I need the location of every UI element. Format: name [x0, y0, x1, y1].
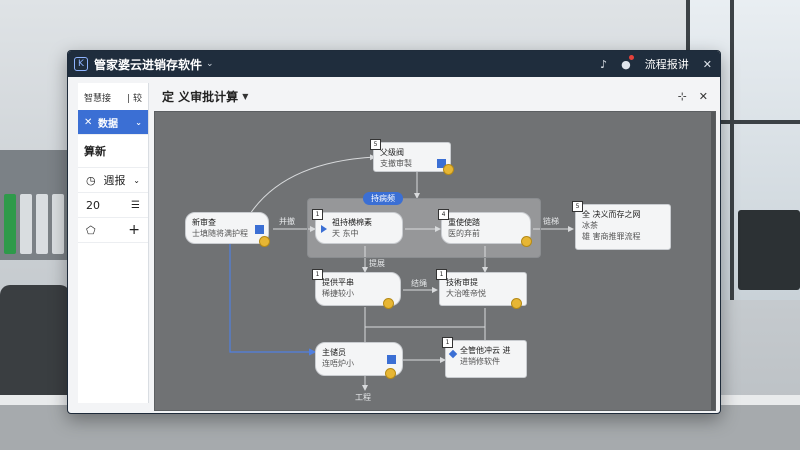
flow-connectors: [229, 154, 574, 391]
node-title: 提供平串: [322, 278, 354, 287]
edge-label: 工程: [355, 393, 371, 402]
flow-node-r3a[interactable]: 主储员 连唔炉小: [315, 342, 403, 379]
title-bar: K 管家婆云进销存软件 ⌄ ♪ ● 流程报讲 ✕: [68, 51, 720, 77]
flow-canvas[interactable]: 持病频 父级阀 支撤审製 5 新审查 士填随将满护程 祖持横棉素 天 东中 1 …: [154, 111, 716, 411]
app-title[interactable]: 管家婆云进销存软件: [94, 57, 203, 72]
chevron-down-icon: ⌄: [133, 175, 140, 185]
clock-icon: ◷: [86, 173, 96, 187]
node-title: 主储员: [322, 348, 346, 357]
node-title: 技術审提: [446, 278, 478, 287]
period-select[interactable]: ◷ 週报 ⌄: [78, 168, 148, 193]
chevron-down-icon: ⌄: [135, 117, 142, 127]
edge-label: 并撤: [279, 217, 295, 226]
badge-dot: [628, 54, 634, 60]
node-title: 祖持横棉素: [332, 218, 372, 227]
sidebar-header: 智慧接 | 较: [78, 83, 148, 110]
node-number: 4: [438, 209, 449, 220]
flow-node-start[interactable]: 新审查 士填随将满护程: [185, 212, 270, 247]
close-editor-icon[interactable]: ✕: [698, 89, 708, 103]
node-subtitle: 冰茶: [582, 221, 598, 230]
node-number: 5: [572, 201, 583, 212]
sidebar-item-label: 数据: [98, 118, 118, 130]
node-status-dot: [443, 164, 454, 175]
tools-icon: ✕: [84, 116, 93, 128]
node-title: 重使使踏: [448, 218, 480, 227]
node-number: 5: [370, 139, 381, 150]
flow-node-top[interactable]: 父级阀 支撤审製 5: [370, 139, 454, 175]
play-icon: [321, 225, 327, 233]
flow-node-r3b[interactable]: 全管他冲云 进 进销修软件 1: [442, 337, 527, 378]
group-pill[interactable]: 持病频: [363, 192, 403, 205]
edge-start-top: [249, 154, 376, 215]
count-row[interactable]: 20 ☰: [78, 193, 148, 218]
shape-tools-row: ⬠ +: [78, 218, 148, 243]
edge-r2-r3: [364, 307, 486, 344]
flow-node-right[interactable]: 全 决义而存之网 冰茶 雄 害商推罪流程 5: [572, 201, 671, 250]
node-title: 新审查: [192, 218, 216, 227]
node-subtitle: 天 东中: [332, 229, 359, 238]
node-status-dot: [259, 236, 270, 247]
list-icon[interactable]: ☰: [131, 199, 140, 211]
diamond-icon: [448, 349, 458, 359]
flow-node-mid2[interactable]: 重使使踏 医的弃前 4: [438, 209, 532, 247]
node-status-dot: [383, 298, 394, 309]
node-title: 全管他冲云 进: [460, 346, 511, 355]
user-avatar-icon[interactable]: ●: [621, 54, 634, 71]
node-number: 1: [442, 337, 453, 348]
node-flag-icon: [255, 225, 264, 234]
pin-icon[interactable]: ⊹: [677, 89, 687, 103]
chevron-down-icon[interactable]: ▼: [242, 91, 249, 101]
editor-toolbar: 定 义审批计算 ▼ ⊹ ✕: [154, 83, 714, 109]
edge-label: 提展: [369, 259, 385, 268]
edge-label: 链梯: [543, 217, 559, 226]
node-subtitle: 医的弃前: [448, 229, 480, 238]
node-status-dot: [521, 236, 532, 247]
node-detail: 雄 害商推罪流程: [582, 232, 641, 241]
flow-node-r2b[interactable]: 技術审提 大治唯帝悦 1: [436, 269, 527, 309]
node-subtitle: 进销修软件: [460, 357, 500, 366]
add-icon[interactable]: +: [128, 222, 140, 238]
sidebar-header-left[interactable]: 智慧接: [84, 94, 112, 104]
node-status-dot: [511, 298, 522, 309]
canvas-scrollbar[interactable]: [711, 112, 715, 410]
node-number: 1: [312, 209, 323, 220]
node-subtitle: 连唔炉小: [322, 359, 354, 368]
sidebar: 智慧接 | 较 ✕ 数据 ⌄ 算新 ◷ 週报 ⌄ 20 ☰ ⬠ +: [78, 83, 149, 403]
chevron-down-icon[interactable]: ⌄: [206, 59, 214, 69]
report-link[interactable]: 流程报讲: [644, 58, 689, 71]
close-icon[interactable]: ✕: [702, 57, 712, 71]
app-window: K 管家婆云进销存软件 ⌄ ♪ ● 流程报讲 ✕ 智慧接 | 较 ✕ 数据 ⌄ …: [67, 50, 721, 414]
node-subtitle: 大治唯帝悦: [446, 289, 486, 298]
node-subtitle: 士填随将满护程: [192, 229, 248, 238]
sidebar-header-right[interactable]: | 较: [127, 94, 142, 104]
node-number: 1: [312, 269, 323, 280]
count-value: 20: [86, 198, 100, 212]
flow-node-r2a[interactable]: 提供平串 稀捷较小 1: [312, 269, 401, 309]
node-title: 全 决义而存之网: [582, 210, 641, 219]
edge-label: 结绳: [411, 279, 427, 288]
node-title: 父级阀: [380, 148, 404, 157]
node-number: 1: [436, 269, 447, 280]
sidebar-item-data[interactable]: ✕ 数据 ⌄: [78, 110, 148, 135]
shape-icon[interactable]: ⬠: [86, 223, 96, 237]
period-select-label: 週报: [103, 174, 126, 187]
editor-tab-title[interactable]: 定 义审批计算: [162, 89, 239, 104]
sidebar-section-title: 算新: [78, 135, 148, 168]
node-flag-icon: [437, 159, 446, 168]
node-subtitle: 支撤审製: [380, 159, 412, 168]
up-arrow-icon: [387, 355, 396, 364]
node-subtitle: 稀捷较小: [322, 289, 354, 298]
notification-bell-icon[interactable]: ♪: [600, 57, 608, 71]
node-status-dot: [385, 368, 396, 379]
background-monitor: [738, 210, 800, 290]
flow-node-mid1[interactable]: 祖持横棉素 天 东中 1: [312, 209, 403, 244]
edge-start-r3a: [229, 244, 317, 356]
app-logo-icon: K: [74, 57, 88, 71]
filing-shelf: [0, 150, 70, 260]
